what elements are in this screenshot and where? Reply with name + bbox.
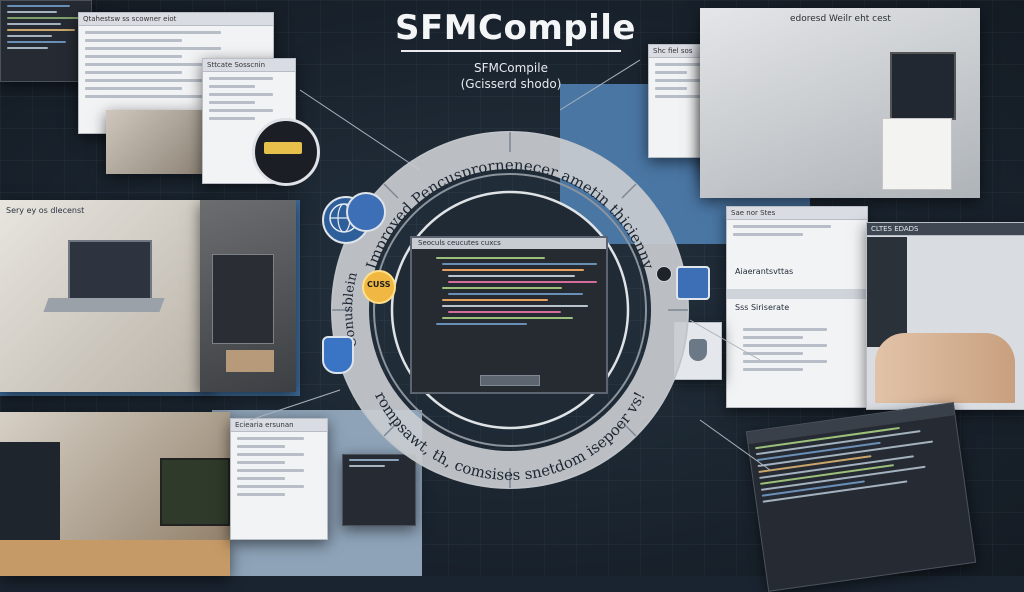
window-title: Shc fiel sos [649, 45, 713, 58]
left-mid-photo [200, 200, 296, 392]
window-field-bar [727, 289, 867, 299]
bottom-mid-window: Eciearia ersunan [230, 418, 328, 540]
title-underline [401, 50, 621, 52]
right-window: Sae nor Stes Aiaerantsvttas Sss Sirisera… [726, 206, 868, 408]
subtitle: SFMCompile (Gcisserd shodo) [420, 60, 602, 92]
css-badge-icon [362, 270, 396, 304]
left-photo: Sery ey os dlecenst [0, 200, 212, 392]
ring-left-text: Conusblein [341, 270, 361, 349]
center-code-window: Seoculs ceucutes cuxcs [410, 236, 608, 394]
tablet-screen [212, 254, 274, 344]
photo-caption: Sery ey os dlecenst [6, 206, 85, 215]
window-field: Sss Siriserate [735, 303, 790, 312]
window-title: Qtahestsw ss scowner eiot [79, 13, 273, 26]
bottom-mid-tablet [342, 454, 416, 526]
user-icon [676, 266, 710, 300]
globe-icon-small [346, 192, 386, 232]
ring-left-text-path: Conusblein [341, 270, 361, 349]
window-title: Sae nor Stes [727, 207, 867, 220]
monitor-right [160, 458, 230, 526]
window-title: Sttcate Sosscnin [203, 59, 295, 72]
far-right-hands [875, 333, 1015, 403]
top-left-code-strip [0, 0, 92, 82]
subtitle-line-2: (Gcisserd shodo) [460, 77, 562, 91]
far-right-window: CLTES EDADS [866, 222, 1024, 410]
bottom-left-photo [0, 412, 230, 576]
gear-icon-right [656, 266, 672, 282]
shield-icon [322, 336, 354, 374]
top-left-photo [106, 110, 202, 174]
window-title: Eciearia ersunan [231, 419, 327, 432]
shield-icon [689, 339, 707, 361]
window-title: CLTES EDADS [867, 223, 1024, 236]
center-window-button[interactable] [480, 375, 540, 386]
window-subtitle: Aiaerantsvttas [735, 267, 794, 276]
subtitle-line-1: SFMCompile [474, 61, 548, 75]
header: SFMCompile [395, 8, 636, 52]
connector-lines [249, 59, 771, 471]
center-window-title: Seoculs ceucutes cuxcs [412, 238, 606, 249]
css-badge-label: CUSS [367, 280, 391, 289]
page-title: SFMCompile [395, 8, 636, 48]
photo-caption: edoresd Weilr eht cest [790, 14, 891, 24]
top-right-photo: edoresd Weilr eht cest [700, 8, 980, 198]
keyboard-icon [264, 142, 302, 154]
cabinet [882, 118, 952, 190]
far-right-screen [867, 237, 907, 347]
monitor-left [0, 442, 60, 542]
desk [0, 540, 230, 576]
sticky-card [226, 350, 274, 372]
wall-monitor [890, 52, 956, 120]
